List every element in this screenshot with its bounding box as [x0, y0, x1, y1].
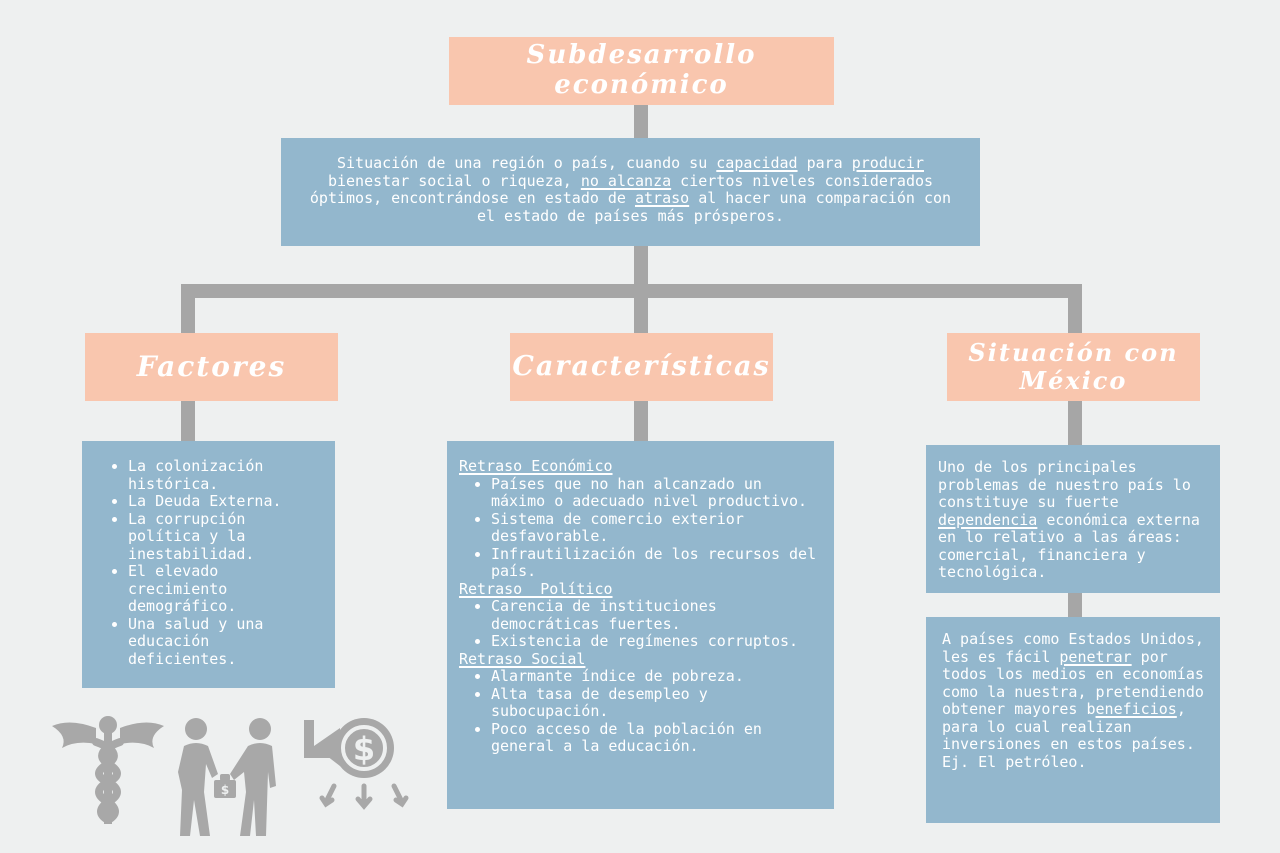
connector-caracteristicas-box [634, 401, 648, 442]
caracteristicas-header: Características [510, 333, 773, 401]
mexico-box1-text-1: Uno de los principales problemas de nues… [938, 458, 1191, 511]
retraso-social-heading: Retraso Social [459, 649, 586, 668]
svg-text:$: $ [221, 783, 229, 797]
connector-mexico-box2 [1068, 593, 1082, 619]
bribe-handshake-icon: $ [178, 718, 276, 836]
mexico-box2-text-2: por todos los medios en economías como l… [942, 647, 1204, 718]
factores-header: Factores [85, 333, 338, 401]
factores-item: La Deuda Externa. [128, 492, 321, 511]
mexico-keyword-beneficios: eneficios [1095, 700, 1177, 718]
connector-branch-mexico [1068, 284, 1082, 334]
factores-list: La colonización histórica. La Deuda Exte… [96, 457, 321, 669]
factores-item: El elevado crecimiento demográfico. [128, 562, 321, 616]
retraso-politico-heading: Retraso Político [459, 579, 613, 598]
definition-text-1: Situación de una región o país, cuando s… [336, 154, 717, 172]
factores-item: Una salud y una educación deficientes. [128, 615, 321, 669]
list-item: Alarmante índice de pobreza. [491, 667, 822, 686]
money-decline-icon: $ [304, 718, 409, 810]
list-item: Países que no han alcanzado un máximo o … [491, 475, 822, 511]
definition-text-5: al hacer una comparación con el estado d… [476, 189, 952, 225]
list-item: Poco acceso de la población en general a… [491, 720, 822, 756]
factores-item: La corrupción política y la inestabilida… [128, 510, 321, 564]
connector-title-definition [634, 104, 648, 140]
mexico-inversiones-box: A países como Estados Unidos, les es fác… [926, 617, 1220, 823]
mexico-dependencia-box: Uno de los principales problemas de nues… [926, 445, 1220, 593]
definition-keyword-no-alcanza: no alcanza [580, 171, 672, 190]
list-item: Carencia de instituciones democráticas f… [491, 597, 822, 633]
list-item: Alta tasa de desempleo y subocupación. [491, 685, 822, 721]
definition-text-2: para [797, 154, 852, 172]
retraso-economico-heading: Retraso Económico [459, 457, 613, 475]
list-item: Existencia de regímenes corruptos. [491, 632, 822, 651]
retraso-economico-list: Países que no han alcanzado un máximo o … [459, 475, 822, 581]
retraso-politico-list: Carencia de instituciones democráticas f… [459, 597, 822, 651]
connector-mexico-box1 [1068, 401, 1082, 446]
definition-text-4: ciertos niveles considerados óptimos, en… [309, 171, 934, 207]
title-box: Subdesarrollo económico [449, 37, 834, 105]
connector-horizontal-branch [181, 284, 1082, 298]
definition-keyword-atraso: atraso [635, 189, 690, 207]
caracteristicas-title: Características [512, 351, 771, 383]
caduceus-icon [52, 716, 164, 824]
retraso-social-list: Alarmante índice de pobreza. Alta tasa d… [459, 667, 822, 756]
mexico-box2-text-1: A países como Estados Unidos, les es fác… [942, 630, 1204, 666]
caracteristicas-box: Retraso Económico Países que no han alca… [447, 441, 834, 809]
mexico-keyword-dependencia: dependencia [938, 510, 1038, 529]
svg-text:$: $ [353, 730, 375, 768]
connector-branch-factores [181, 284, 195, 334]
mexico-title: Situación con México [968, 338, 1179, 395]
definition-box: Situación de una región o país, cuando s… [281, 138, 980, 246]
mexico-header: Situación con México [947, 333, 1200, 401]
definition-keyword-capacidad: capacidad [716, 154, 798, 172]
factores-box: La colonización histórica. La Deuda Exte… [82, 441, 335, 688]
list-item: Infrautilización de los recursos del paí… [491, 545, 822, 581]
definition-text-3: bienestar social o riqueza, [327, 171, 581, 190]
mexico-keyword-penetrar: penetrar [1059, 647, 1132, 666]
mexico-box2-text-3: , para lo cual realizan inversiones en e… [942, 700, 1195, 771]
list-item: Sistema de comercio exterior desfavorabl… [491, 510, 822, 546]
factores-item: La colonización histórica. [128, 457, 321, 493]
mexico-box1-text-2: económica externa en lo relativo a las á… [938, 510, 1200, 581]
definition-keyword-producir: producir [851, 154, 924, 172]
factores-title: Factores [136, 349, 287, 383]
connector-factores-box [181, 401, 195, 442]
title-text: Subdesarrollo económico [526, 40, 757, 100]
